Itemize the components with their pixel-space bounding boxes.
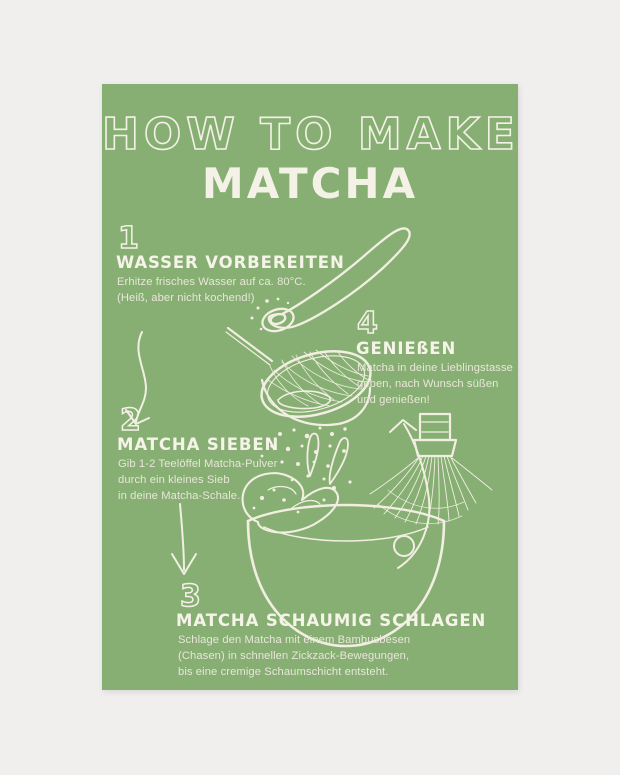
step-4-body: Matcha in deine Lieblingstasse geben, na… [357,362,513,406]
step-1-body: Erhitze frisches Wasser auf ca. 80°C. (H… [117,276,306,304]
arrow-step3-to-step4 [389,419,431,569]
step-4-heading: GENIEßEN [356,339,457,358]
arrow-step2-to-step3 [171,503,197,575]
poster-title-line1: HOW TO MAKE [102,109,518,160]
bamboo-whisk-chasen-illustration [369,412,493,526]
matcha-recipe-poster: HOW TO MAKE MATCHA 1 WASSER VORBEREITEN … [102,84,518,690]
step-1-number: 1 [117,221,139,256]
step-3-body: Schlage den Matcha mit einem Bambusbesen… [178,634,411,678]
step-3-heading: MATCHA SCHAUMIG SCHLAGEN [176,611,487,630]
step-2-heading: MATCHA SIEBEN [117,435,280,454]
step-2-body: Gib 1-2 Teelöffel Matcha-Pulver durch ei… [118,458,278,502]
step-3-number: 3 [179,579,201,614]
step-1-heading: WASSER VORBEREITEN [116,253,345,272]
poster-title-line2: MATCHA [201,159,419,208]
step-4-number: 4 [356,306,378,341]
step-2-number: 2 [119,403,141,438]
